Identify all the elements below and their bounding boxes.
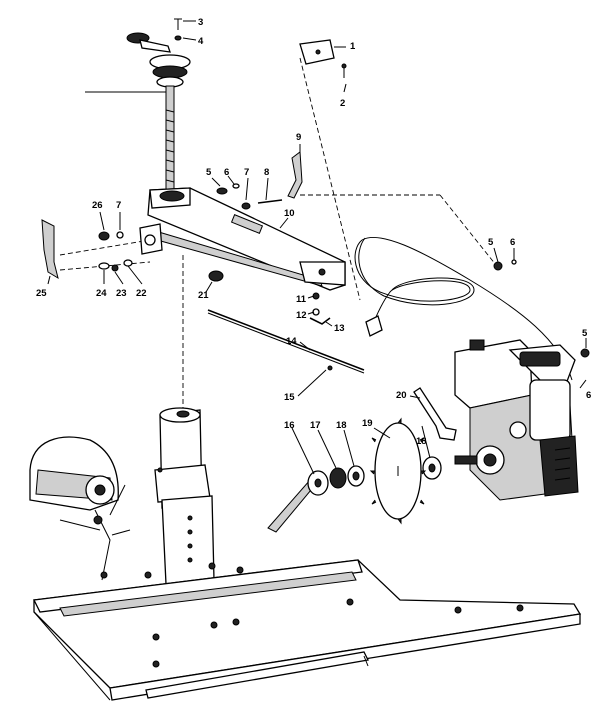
callout-6c: 6: [586, 390, 591, 401]
callout-5c: 5: [582, 328, 588, 339]
screw-6: [511, 259, 517, 265]
callout-25: 25: [36, 288, 47, 299]
radial-arm: [139, 187, 346, 291]
arm-lock-parts: [41, 219, 133, 280]
arbor-wrench: [413, 387, 457, 441]
callout-19: 19: [362, 418, 373, 429]
callout-10: 10: [284, 208, 295, 219]
nut-21: [208, 270, 224, 282]
callout-21: 21: [198, 290, 209, 301]
callout-7: 7: [244, 167, 249, 178]
callout-16: 16: [284, 420, 295, 431]
blade-guard: [29, 436, 131, 581]
callout-4: 4: [198, 36, 204, 47]
callout-8: 8: [264, 167, 269, 178]
work-table: [33, 559, 582, 701]
callout-6b: 6: [510, 237, 515, 248]
callout-18: 18: [336, 420, 347, 431]
rod-14-15: [207, 309, 365, 374]
leader-lines: [47, 83, 587, 475]
screw-washer-3-4: [174, 18, 197, 41]
callout-17: 17: [310, 420, 321, 431]
callout-20: 20: [396, 390, 407, 401]
elevation-crank-assembly: [85, 32, 191, 197]
power-cable: [354, 236, 573, 381]
callout-6: 6: [224, 167, 229, 178]
knob-5b: [580, 348, 590, 358]
callout-11: 11: [296, 294, 307, 305]
saw-blade: [369, 417, 427, 525]
callout-26: 26: [92, 200, 103, 211]
callout-12: 12: [296, 310, 307, 321]
callout-labels: 1 2 3 4 5 6 7 8 9 10 11 12 13 14 15 16 1…: [36, 17, 591, 447]
callout-18b: 18: [416, 436, 427, 447]
callout-14: 14: [286, 336, 297, 347]
callout-2: 2: [340, 98, 345, 109]
blade-collars: [267, 456, 442, 533]
callout-24: 24: [96, 288, 107, 299]
callout-22: 22: [136, 288, 147, 299]
callout-5: 5: [206, 167, 212, 178]
callout-15: 15: [284, 392, 295, 403]
callout-7b: 7: [116, 200, 121, 211]
bracket-1: [299, 39, 347, 78]
callout-5b: 5: [488, 237, 494, 248]
knob-5: [493, 261, 503, 271]
callout-9: 9: [296, 132, 301, 143]
callout-3: 3: [198, 17, 203, 28]
callout-13: 13: [334, 323, 345, 334]
callout-23: 23: [116, 288, 127, 299]
parts-11-12-13: [309, 292, 331, 325]
column: [144, 407, 244, 585]
arm-top-hardware: [216, 151, 303, 210]
callout-1: 1: [350, 41, 356, 52]
motor-assembly: [454, 339, 579, 501]
